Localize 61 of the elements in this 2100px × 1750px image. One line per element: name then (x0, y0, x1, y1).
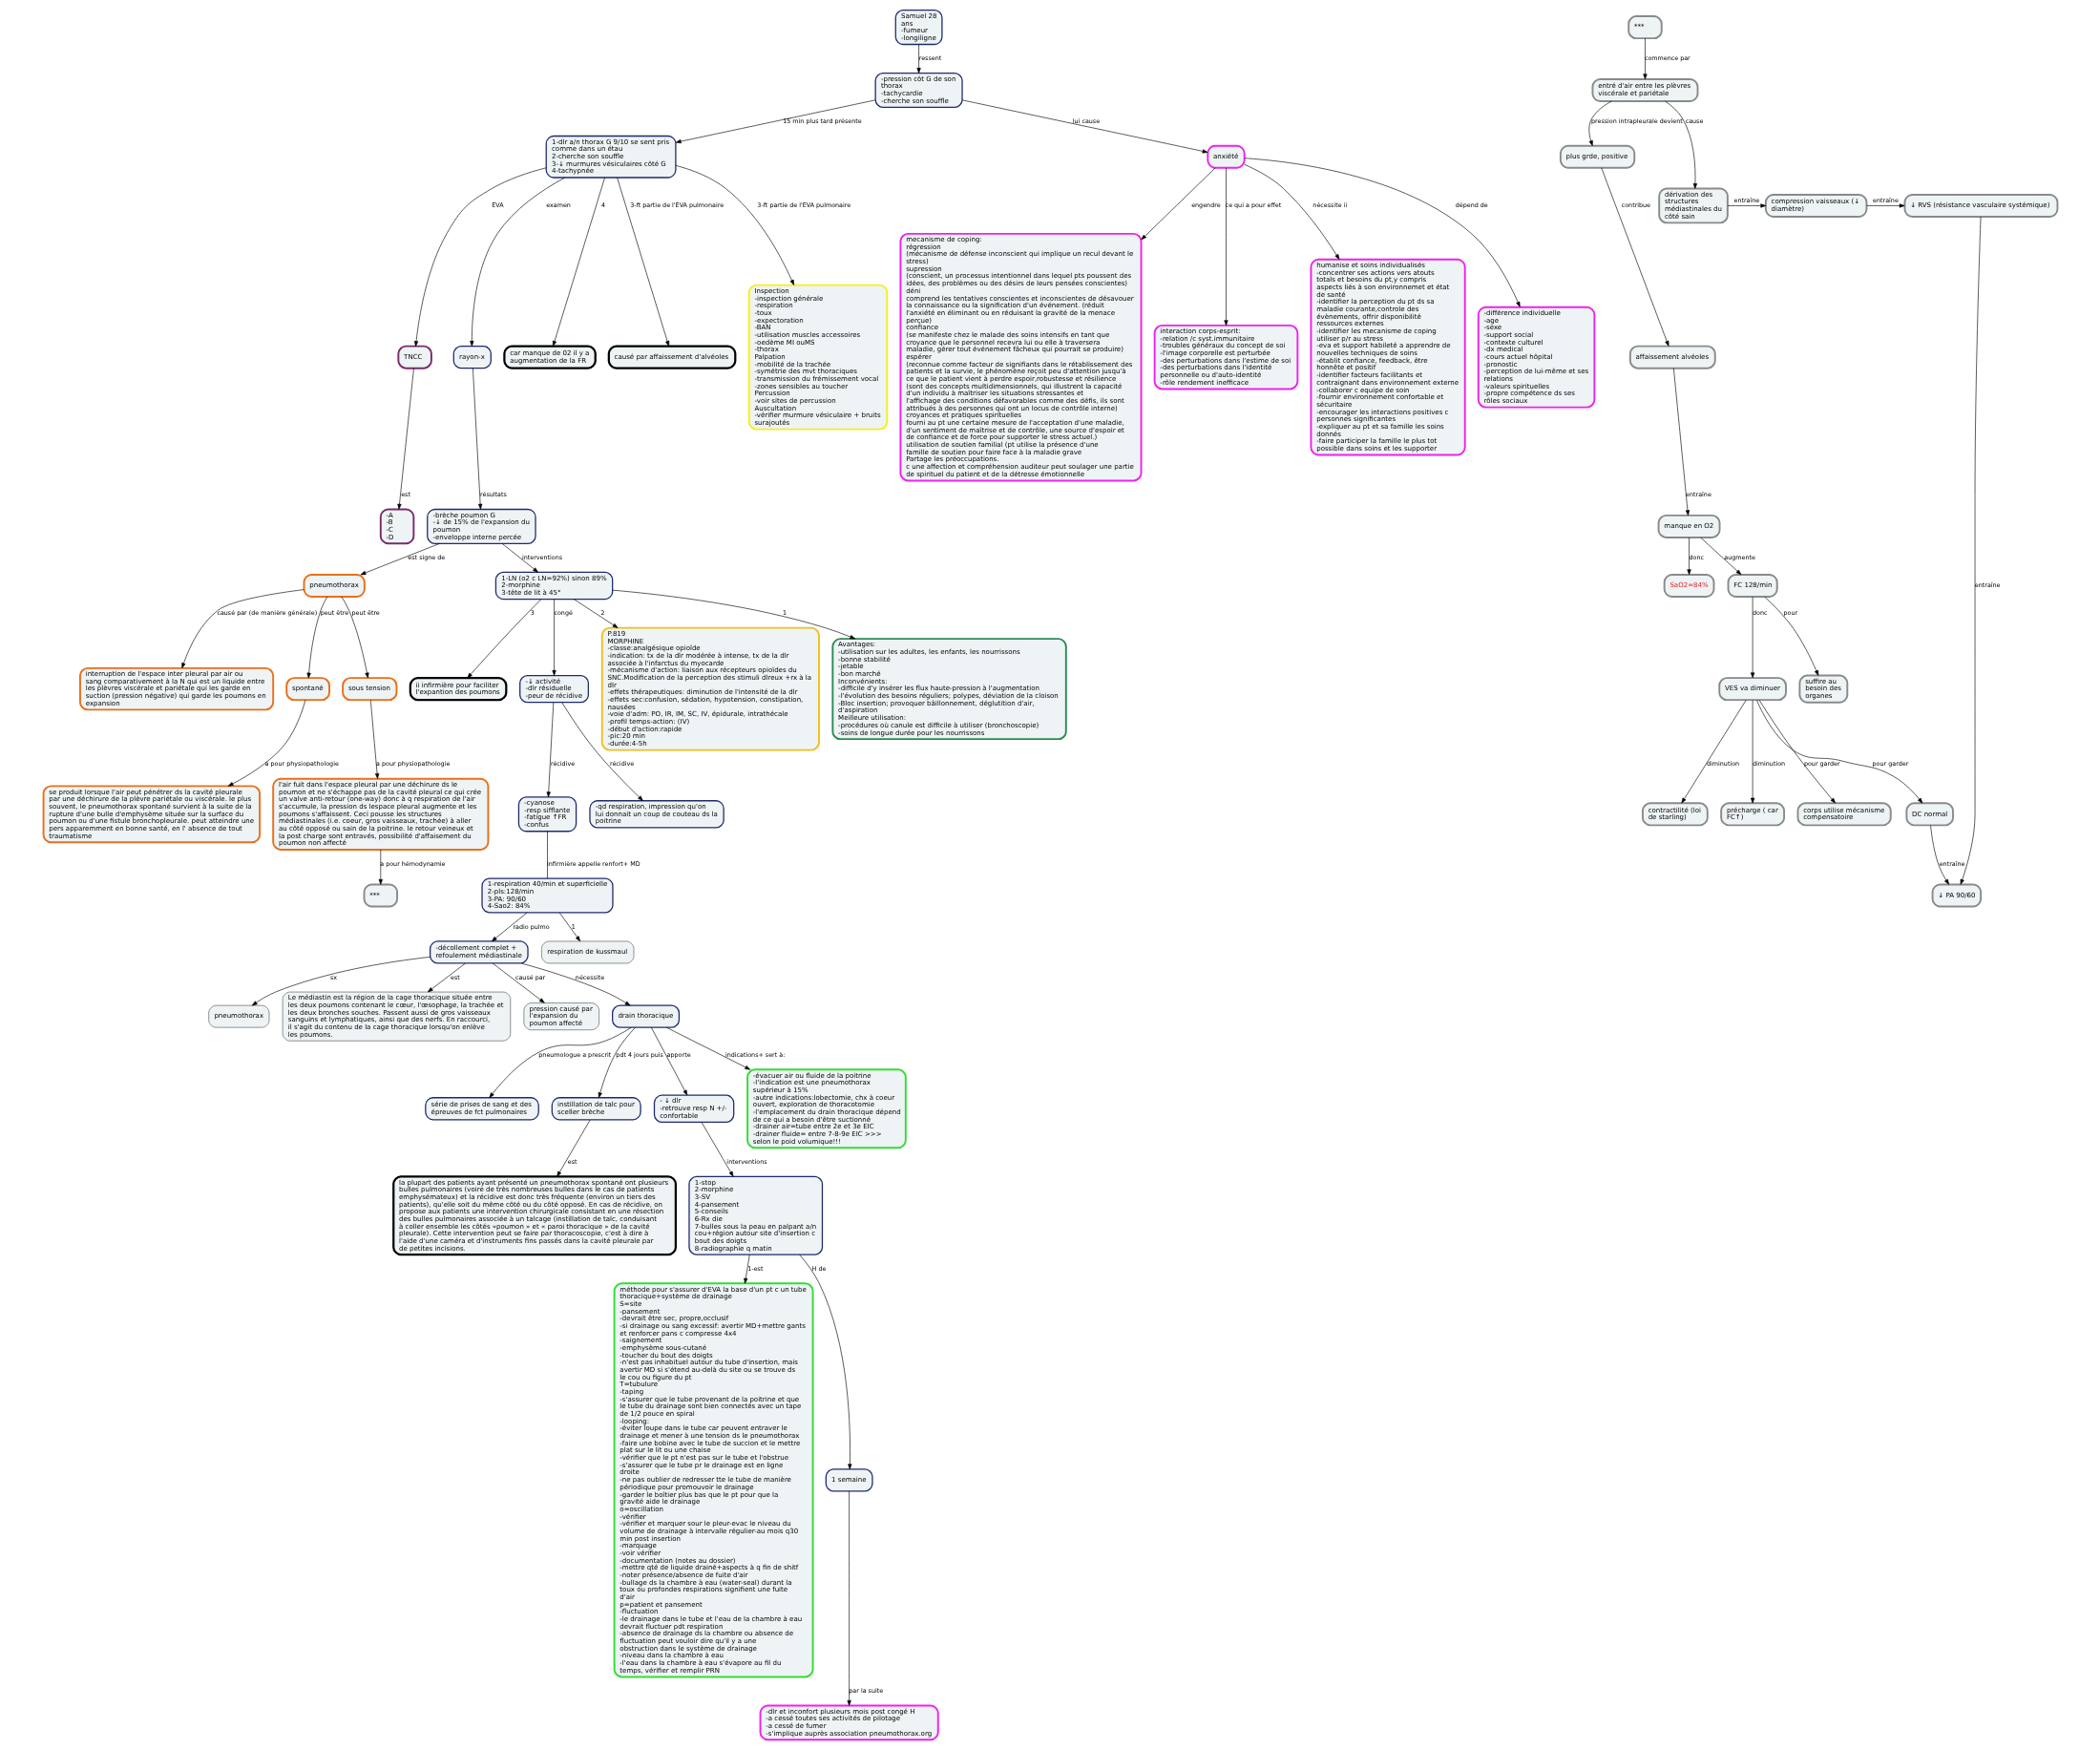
arrow (743, 1255, 750, 1284)
arrow (1223, 167, 1228, 327)
arrow (560, 702, 643, 801)
arrow (369, 700, 379, 779)
arrow (558, 912, 580, 942)
arrow (573, 599, 618, 628)
arrow (551, 599, 556, 676)
arrow (1960, 216, 1981, 885)
arrow (227, 699, 305, 787)
arrow (469, 177, 565, 347)
arrow (427, 962, 466, 993)
arrow (472, 368, 482, 510)
arrow (1587, 100, 1612, 146)
arrow (180, 589, 304, 669)
arrow (546, 702, 554, 798)
arrow (1929, 825, 1949, 885)
arrow (492, 962, 545, 1003)
arrow (466, 599, 541, 679)
arrow (1244, 158, 1521, 307)
arrow (360, 543, 440, 576)
arrow (1755, 700, 1922, 804)
arrow (251, 957, 430, 1006)
arrow (520, 962, 630, 1006)
arrow (961, 99, 1208, 154)
arrow (306, 596, 327, 679)
arrow (341, 596, 369, 679)
arrow (491, 912, 528, 942)
arrow (1243, 163, 1339, 260)
arrow (1672, 368, 1690, 517)
arrow (650, 1026, 687, 1096)
arrow (413, 167, 546, 347)
arrow (1664, 100, 1697, 189)
arrow (847, 1490, 851, 1706)
arrow (1600, 167, 1669, 347)
arrow (616, 177, 669, 347)
arrow (378, 849, 383, 885)
arrow (1865, 203, 1904, 208)
arrow (1642, 37, 1648, 80)
arrow (675, 99, 875, 144)
arrow (1727, 203, 1766, 208)
arrow (665, 1026, 750, 1070)
arrow (701, 1122, 733, 1177)
arrow (1750, 596, 1754, 679)
arrow (598, 1027, 636, 1099)
arrow (501, 543, 538, 573)
connector (546, 831, 548, 879)
arrow (396, 368, 414, 510)
arrow (798, 1254, 851, 1470)
arrow (552, 177, 605, 347)
arrow (612, 589, 855, 640)
arrow (1140, 167, 1216, 241)
arrow (556, 1119, 591, 1177)
arrow (1680, 700, 1746, 804)
arrow (915, 44, 921, 74)
arrow (1758, 699, 1836, 804)
arrow (1699, 537, 1741, 576)
arrow (675, 165, 794, 285)
arrow (1686, 537, 1691, 576)
arrow (488, 1026, 631, 1098)
arrow (1750, 700, 1754, 804)
arrow (1763, 596, 1818, 676)
